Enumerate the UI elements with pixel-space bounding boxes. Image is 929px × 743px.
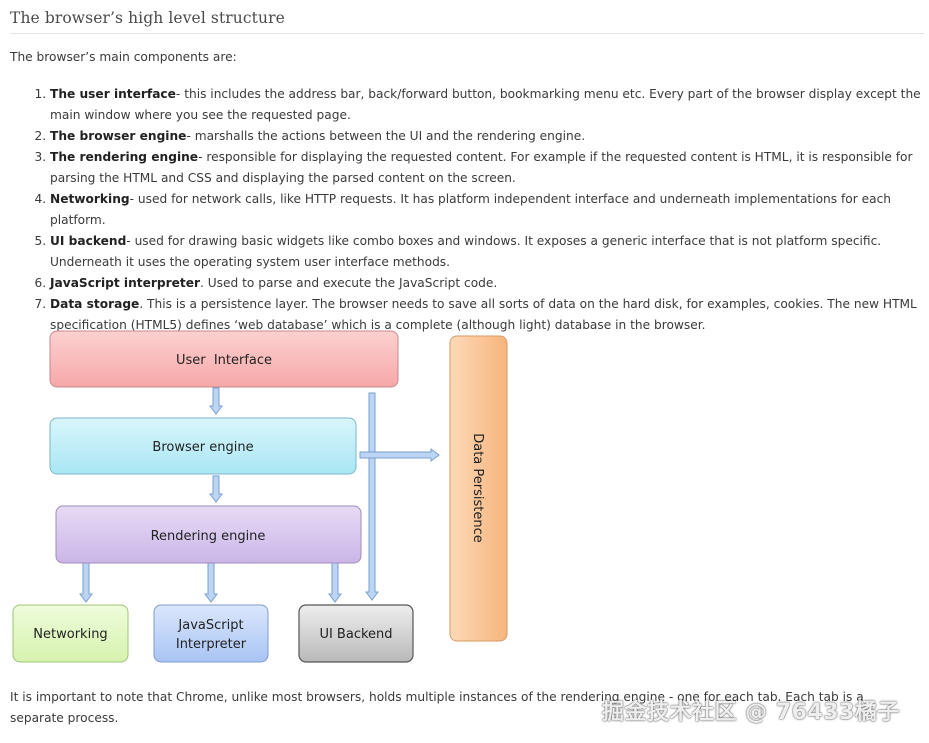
arrow-rendering-to-uibackend xyxy=(328,562,342,603)
list-item-desc: - used for network calls, like HTTP requ… xyxy=(50,192,892,227)
js-interpreter-label-line2: Interpreter xyxy=(176,637,247,652)
arrows xyxy=(79,387,440,603)
data-persistence-label: Data Persistence xyxy=(470,433,485,543)
page-title: The browser’s high level structure xyxy=(10,9,285,27)
js-interpreter-label-line1: JavaScript xyxy=(177,618,243,633)
user-interface-box xyxy=(49,330,399,388)
list-item-term: The browser engine xyxy=(50,129,187,143)
architecture-diagram: User Interface Browser engine Rendering … xyxy=(12,330,508,663)
list-item-desc: - marshalls the actions between the UI a… xyxy=(186,129,586,143)
list-item-desc: - used for drawing basic widgets like co… xyxy=(50,234,882,269)
arrow-browser-to-persistence xyxy=(359,448,440,462)
list-item: The rendering engine- responsible for di… xyxy=(50,147,922,189)
list-item-desc: - responsible for displaying the request… xyxy=(50,150,913,185)
list-item: The user interface- this includes the ad… xyxy=(50,84,922,126)
arrow-rendering-to-js xyxy=(204,562,218,603)
intro-text: The browser’s main components are: xyxy=(10,50,237,64)
ui-backend-box xyxy=(298,604,414,663)
ui-backend-label: UI Backend xyxy=(319,627,392,642)
list-item-term: UI backend xyxy=(50,234,127,248)
footer-note: It is important to note that Chrome, unl… xyxy=(10,690,864,725)
networking-box xyxy=(12,604,129,663)
arrow-ui-to-browser-engine xyxy=(209,387,223,415)
list-item-desc: . This is a persistence layer. The brows… xyxy=(50,297,917,332)
watermark: 掘金技术社区 @ 76433橘子 xyxy=(602,700,900,725)
list-item-term: The user interface xyxy=(50,87,176,101)
list-item-desc: - this includes the address bar, back/fo… xyxy=(50,87,921,122)
title-divider xyxy=(10,33,924,34)
components-list: The user interface- this includes the ad… xyxy=(10,84,922,336)
list-item-term: JavaScript interpreter xyxy=(50,276,200,290)
list-item-term: Networking xyxy=(50,192,130,206)
list-item: Networking- used for network calls, like… xyxy=(50,189,922,231)
arrow-rendering-to-networking xyxy=(79,562,93,603)
list-item: UI backend- used for drawing basic widge… xyxy=(50,231,922,273)
list-item: JavaScript interpreter. Used to parse an… xyxy=(50,273,922,294)
list-item: Data storage. This is a persistence laye… xyxy=(50,294,922,336)
arrow-browser-to-rendering xyxy=(209,475,223,503)
data-persistence-box xyxy=(449,335,508,642)
browser-engine-label: Browser engine xyxy=(152,440,253,455)
networking-label: Networking xyxy=(33,627,107,642)
rendering-engine-label: Rendering engine xyxy=(151,529,266,544)
js-interpreter-box xyxy=(153,604,269,663)
list-item-term: The rendering engine xyxy=(50,150,199,164)
user-interface-label: User Interface xyxy=(176,353,272,368)
browser-engine-box xyxy=(49,417,357,475)
list-item-term: Data storage xyxy=(50,297,140,311)
arrow-ui-to-uibackend xyxy=(365,392,379,601)
rendering-engine-box xyxy=(55,505,362,564)
list-item-desc: . Used to parse and execute the JavaScri… xyxy=(199,276,498,290)
list-item: The browser engine- marshalls the action… xyxy=(50,126,922,147)
